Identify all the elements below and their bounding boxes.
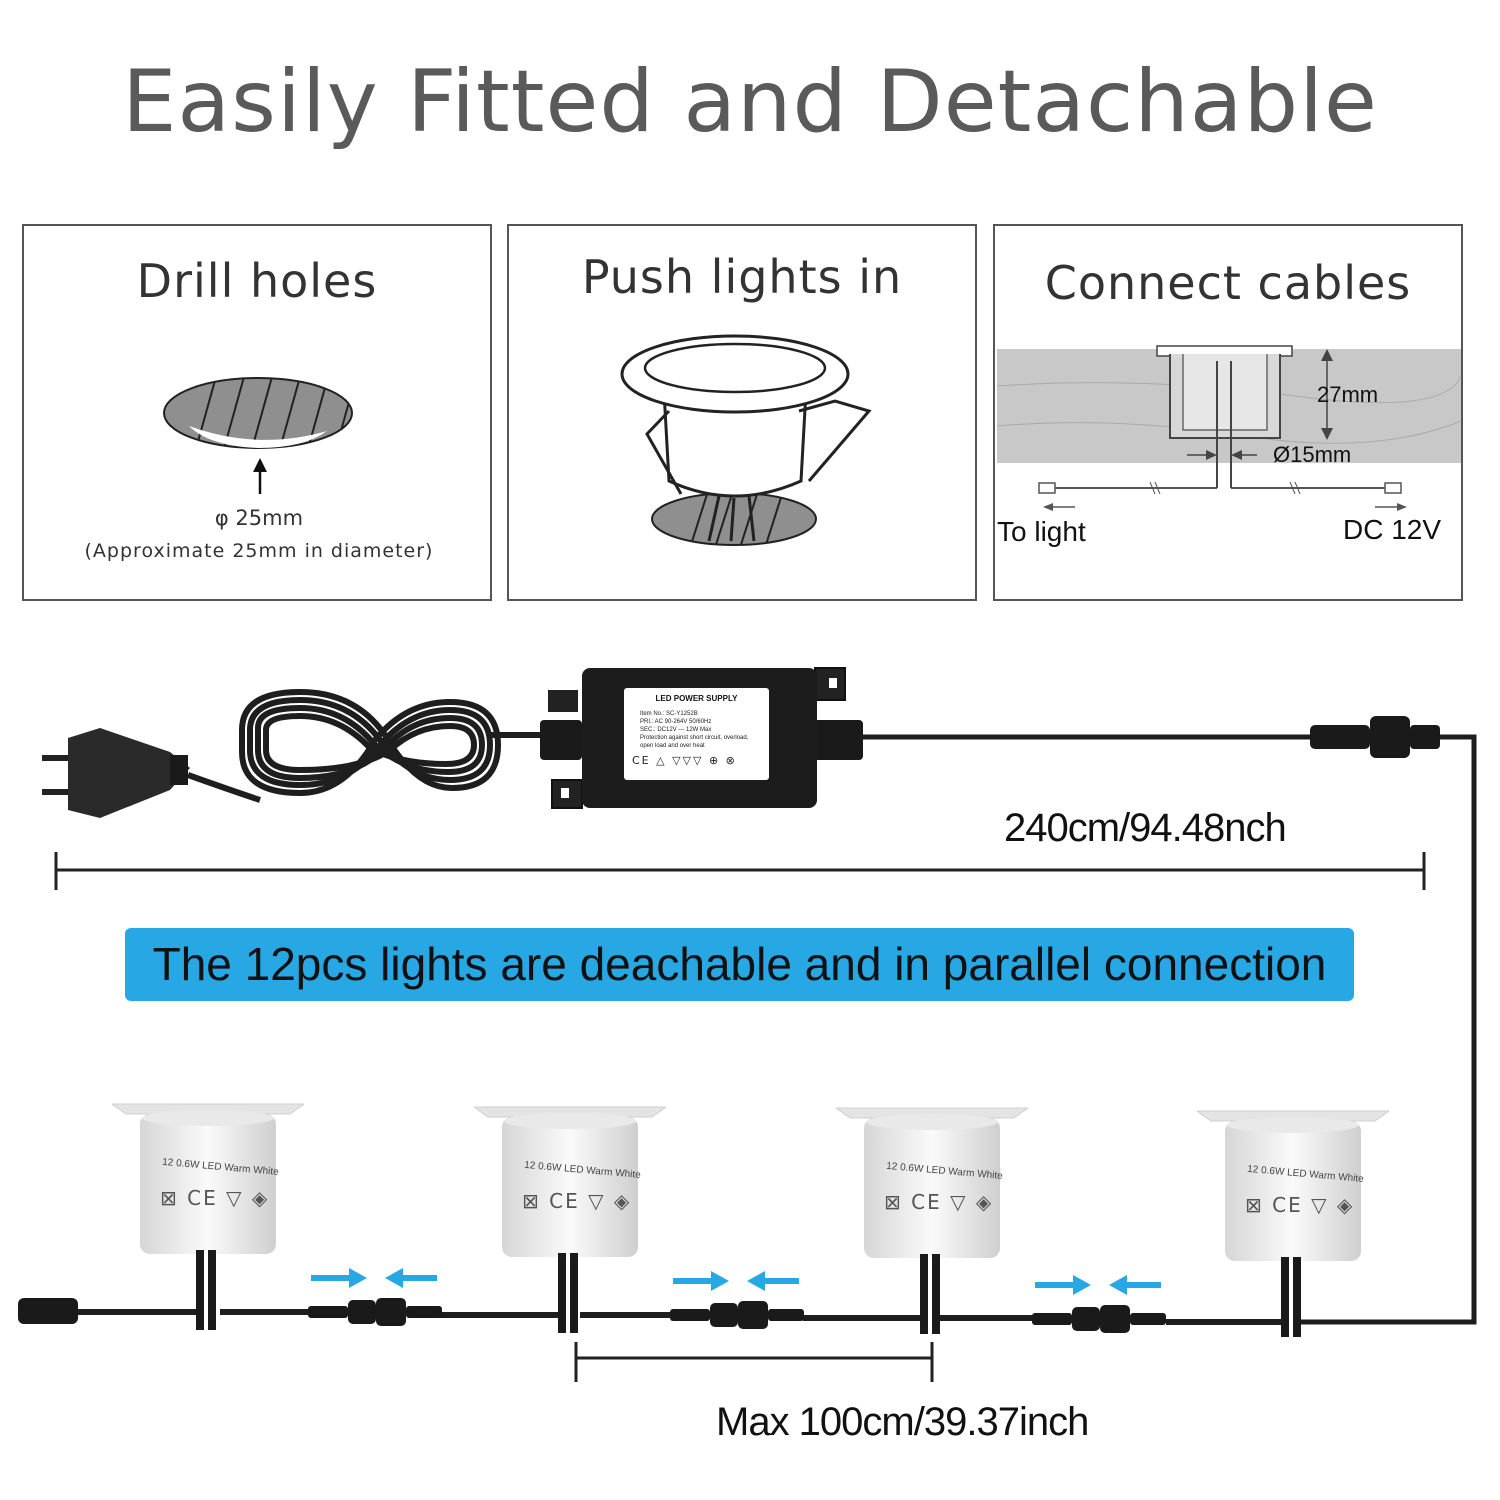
info-banner: The 12pcs lights are deachable and in pa… bbox=[125, 928, 1354, 1001]
led-light-graphic bbox=[112, 1103, 304, 1330]
led-light bbox=[1197, 1107, 1389, 1339]
panel-title-push-lights: Push lights in bbox=[581, 250, 903, 304]
power-supply-label-title: LED POWER SUPPLY bbox=[655, 694, 738, 703]
panel-connect-cables: Connect cables 27mm Ø15mm To bbox=[993, 224, 1463, 601]
power-supply-spec-line: SEC.: DC12V --- 12W Max bbox=[640, 727, 712, 733]
power-supply-spec-line: Protection against short circuit, overlo… bbox=[640, 735, 749, 741]
certification-icons: ⊠ CE ▽ ◈ bbox=[522, 1189, 632, 1213]
led-light-graphic bbox=[1197, 1110, 1389, 1337]
led-light bbox=[112, 1100, 304, 1332]
connect-arrows-icon bbox=[1035, 1275, 1165, 1295]
cable-connector bbox=[308, 1298, 442, 1326]
connect-arrows-icon bbox=[673, 1271, 803, 1291]
plug-icon bbox=[42, 728, 190, 818]
led-light-graphic bbox=[474, 1106, 666, 1333]
hole-diameter-note: (Approximate 25mm in diameter) bbox=[84, 540, 434, 562]
led-light bbox=[474, 1103, 666, 1335]
cable-connector bbox=[1032, 1305, 1166, 1333]
end-connector bbox=[18, 1298, 78, 1324]
power-supply-spec-line: Item No.: SC-Y1252B bbox=[640, 711, 698, 717]
power-supply-spec-line: open load and over heat bbox=[640, 743, 705, 749]
cable-hole-label: Ø15mm bbox=[1273, 442, 1352, 467]
connector-right bbox=[1310, 716, 1440, 758]
to-light-label: To light bbox=[997, 516, 1086, 547]
connect-arrows-icon bbox=[311, 1268, 441, 1288]
up-arrow-icon bbox=[253, 458, 267, 472]
certification-icons: ⊠ CE ▽ ◈ bbox=[884, 1190, 994, 1214]
info-banner-text: The 12pcs lights are deachable and in pa… bbox=[152, 938, 1327, 990]
coiled-cable bbox=[186, 688, 540, 803]
power-supply-spec-line: PRI.: AC 90-264V 50/60Hz bbox=[640, 719, 712, 725]
panel-title-drill-holes: Drill holes bbox=[136, 254, 378, 308]
certification-icons: CE △ ▽▽▽ ⊕ ⊗ bbox=[632, 754, 737, 767]
page-title: Easily Fitted and Detachable bbox=[122, 52, 1378, 152]
panel-title-connect-cables: Connect cables bbox=[1044, 256, 1412, 310]
led-light bbox=[836, 1104, 1028, 1336]
panel-drill-holes: Drill holes φ 25mm (Approximate 25mm in … bbox=[22, 224, 492, 601]
panel-push-lights: Push lights in bbox=[507, 224, 977, 601]
hole-diameter-label: φ 25mm bbox=[214, 506, 304, 530]
push-light-illustration bbox=[620, 334, 872, 546]
drill-hole-illustration bbox=[163, 377, 353, 494]
power-supply-label-lines: Item No.: SC-Y1252B PRI.: AC 90-264V 50/… bbox=[640, 710, 766, 750]
cable-connector bbox=[670, 1301, 804, 1329]
certification-icons: ⊠ CE ▽ ◈ bbox=[1245, 1193, 1355, 1217]
depth-label: 27mm bbox=[1317, 382, 1379, 407]
certification-icons: ⊠ CE ▽ ◈ bbox=[160, 1186, 270, 1210]
main-cable-length-label: 240cm/94.48nch bbox=[1004, 806, 1287, 850]
spacing-label: Max 100cm/39.37inch bbox=[716, 1400, 1089, 1444]
led-light-graphic bbox=[836, 1107, 1028, 1334]
connect-cables-illustration bbox=[996, 345, 1462, 511]
dc-12v-label: DC 12V bbox=[1343, 514, 1442, 545]
